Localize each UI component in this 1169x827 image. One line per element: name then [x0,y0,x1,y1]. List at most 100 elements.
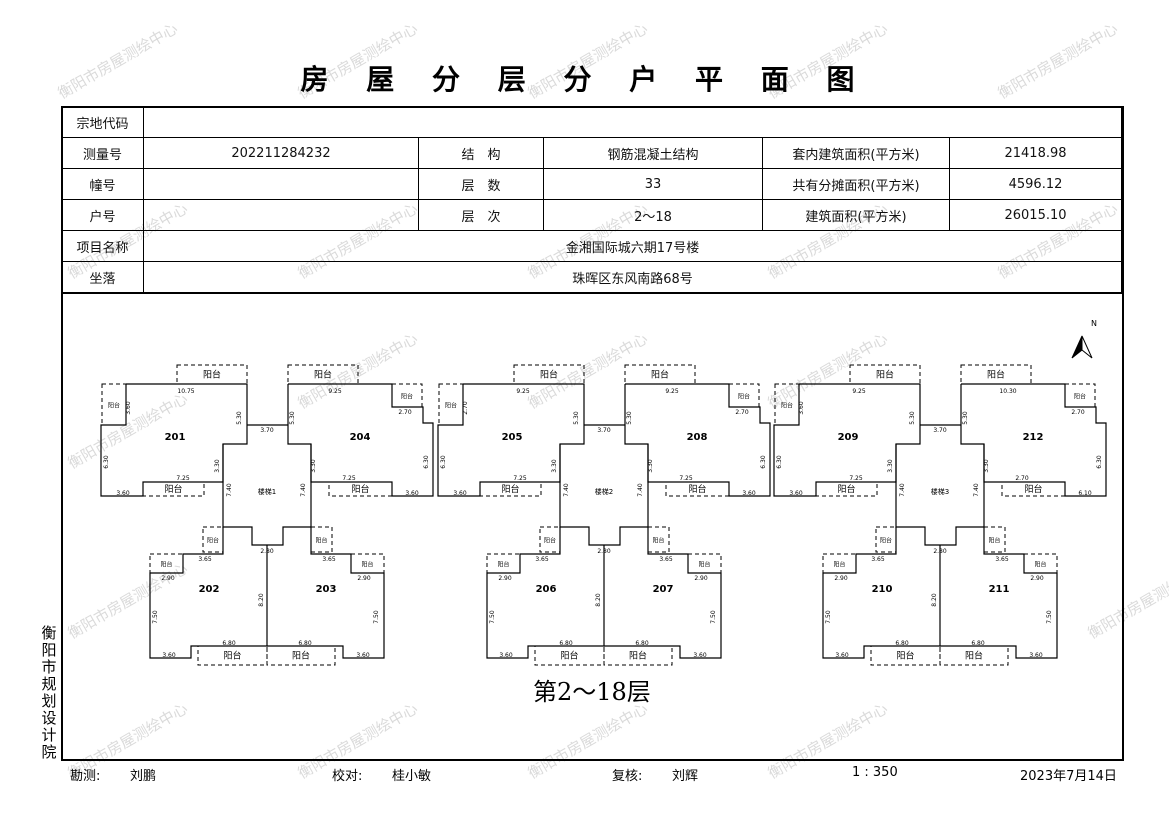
row-project: 项目名称 金湘国际城六期17号楼 [61,230,1122,262]
north-label: N [1091,319,1097,328]
dimension-label: 5.30 [236,411,243,425]
balcony-label: 阳台 [314,369,332,381]
location-label: 坐落 [61,261,144,294]
row-unit: 户号 层 次 2～18 建筑面积(平方米) 26015.10 [61,199,1122,231]
dimension-label: 6.80 [222,640,236,647]
dimension-label: 3.60 [742,490,756,497]
balcony-label: 阳台 [738,393,750,401]
dimension-label: 3.60 [835,652,849,659]
unit-number: 203 [316,584,337,595]
balcony-outline [287,364,359,385]
dimension-label: 3.30 [887,459,894,473]
dimension-label: 7.50 [489,610,496,624]
unit-no-label: 户号 [61,199,144,231]
dimension-label: 7.50 [1046,610,1053,624]
reviewer-name: 刘辉 [672,769,699,784]
unit-number: 202 [199,584,220,595]
dimension-label: 8.20 [258,593,265,607]
dimension-label: 8.20 [931,593,938,607]
dimension-label: 3.70 [597,427,611,434]
dimension-label: 2.90 [834,575,848,582]
balcony-outline [603,645,673,666]
dimension-label: 2.90 [498,575,512,582]
dimension-label: 3.60 [789,490,803,497]
unit-number: 206 [536,584,557,595]
dimension-label: 3.60 [125,401,132,415]
dimension-label: 10.30 [999,388,1016,395]
dimension-label: 7.50 [373,610,380,624]
balcony-label: 阳台 [292,650,310,662]
balcony-label: 阳台 [629,650,647,662]
balcony-label: 阳台 [833,561,845,569]
balcony-label: 阳台 [445,402,457,410]
dimension-label: 7.40 [563,483,570,497]
dimension-label: 2.90 [161,575,175,582]
balcony-label: 阳台 [164,483,182,495]
balcony-label: 阳台 [223,650,241,662]
unit-outline [149,527,268,659]
unit-outline [940,527,1058,659]
dimension-label: 7.25 [513,475,527,482]
stair-label: 楼梯1 [258,487,276,496]
balcony-label: 阳台 [1024,483,1042,495]
dimension-label: 2.90 [694,575,708,582]
balcony-label: 阳台 [988,537,1000,545]
north-arrow-head [1071,335,1083,359]
dimension-label: 2.80 [597,548,611,555]
dimension-label: 5.30 [289,411,296,425]
dimension-label: 3.30 [983,459,990,473]
dimension-label: 3.65 [995,556,1009,563]
dimension-label: 5.30 [573,411,580,425]
scale: 1 : 350 [852,765,898,780]
inner-area-value: 21418.98 [949,137,1122,169]
balcony-label: 阳台 [540,369,558,381]
project-label: 项目名称 [61,230,144,262]
stair-label: 楼梯3 [931,487,949,496]
dimension-label: 6.10 [1078,490,1092,497]
balcony-label: 阳台 [651,369,669,381]
unit-number: 205 [502,432,523,443]
unit-outline [100,383,248,497]
unit-outline [437,383,585,497]
checker-name: 桂小敏 [392,769,432,784]
balcony-label: 阳台 [401,393,413,401]
dimension-label: 6.30 [776,455,783,469]
balcony-label: 阳台 [497,561,509,569]
dimension-label: 3.65 [198,556,212,563]
side-org-char: 阳 [41,641,57,659]
dimension-label: 9.25 [328,388,342,395]
dimension-label: 2.90 [357,575,371,582]
unit-number: 210 [872,584,893,595]
reviewer-label: 复核: [612,769,643,784]
dimension-label: 7.40 [637,483,644,497]
balcony-label: 阳台 [203,369,221,381]
balcony-label: 阳台 [351,483,369,495]
balcony-label: 阳台 [781,402,793,410]
balcony-label: 阳台 [108,402,120,410]
dimension-label: 3.70 [933,427,947,434]
dimension-label: 6.80 [895,640,909,647]
balcony-outline [539,526,561,553]
dimension-label: 3.60 [162,652,176,659]
dimension-label: 7.40 [300,483,307,497]
dimension-label: 3.30 [551,459,558,473]
dimension-label: 6.30 [423,455,430,469]
unit-outline [604,527,722,659]
structure-label: 结 构 [418,137,544,169]
side-org-char: 院 [41,743,57,761]
unit-outline [486,527,605,659]
dimension-label: 7.40 [973,483,980,497]
page-title: 房 屋 分 层 分 户 平 面 图 [300,63,869,96]
inner-area-label: 套内建筑面积(平方米) [762,137,950,169]
row-building: 幢号 层 数 33 共有分摊面积(平方米) 4596.12 [61,168,1122,200]
side-organization: 衡阳市规划设计院 [40,625,58,761]
building-no-label: 幢号 [61,168,144,200]
side-org-char: 规 [41,675,57,693]
balcony-label: 阳台 [698,561,710,569]
balcony-label: 阳台 [544,537,556,545]
dimension-label: 7.50 [152,610,159,624]
dimension-label: 6.30 [440,455,447,469]
